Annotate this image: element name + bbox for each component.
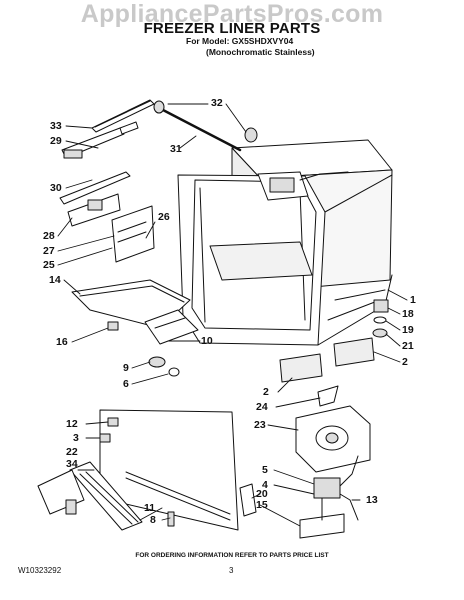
callout-21: 21 — [402, 340, 414, 352]
callout-24: 24 — [256, 401, 268, 413]
clip-parts — [107, 321, 180, 377]
callout-25: 25 — [43, 259, 55, 271]
callout-33: 33 — [50, 120, 62, 132]
callout-1: 1 — [410, 294, 416, 306]
callout-34: 34 — [66, 458, 78, 470]
callout-12: 12 — [66, 418, 78, 430]
leader-lines — [57, 103, 408, 527]
callout-20: 20 — [256, 488, 268, 500]
small-fasteners — [167, 483, 257, 527]
callout-3: 3 — [73, 432, 79, 444]
callout-14: 14 — [49, 274, 61, 286]
fan-assembly — [295, 385, 371, 473]
fan-hub-parts — [372, 299, 389, 338]
callout-8: 8 — [150, 514, 156, 526]
page-title: FREEZER LINER PARTS — [143, 20, 321, 37]
callout-10: 10 — [201, 335, 213, 347]
callout-9: 9 — [123, 362, 129, 374]
callout-30: 30 — [50, 182, 62, 194]
callout-19: 19 — [402, 324, 414, 336]
model-variant: (Monochromatic Stainless) — [206, 47, 315, 57]
callout-32: 32 — [211, 97, 223, 109]
callout-22: 22 — [66, 446, 78, 458]
callout-27: 27 — [43, 245, 55, 257]
callout-5: 5 — [262, 464, 268, 476]
shelf-tray — [71, 279, 199, 345]
ordering-note: FOR ORDERING INFORMATION REFER TO PARTS … — [135, 552, 329, 559]
callout-26: 26 — [158, 211, 170, 223]
motor-assembly — [299, 455, 359, 539]
air-grille — [37, 461, 143, 531]
document-number: W10323292 — [18, 566, 62, 575]
callout-2-left: 2 — [263, 386, 269, 398]
rail-assembly — [59, 99, 155, 263]
page-number: 3 — [229, 566, 234, 575]
callout-16: 16 — [56, 336, 68, 348]
callout-11: 11 — [144, 502, 156, 514]
lower-cover-panel — [99, 409, 239, 531]
foam-pads — [279, 337, 375, 383]
callout-18: 18 — [402, 308, 414, 320]
callout-13: 13 — [366, 494, 378, 506]
callout-31: 31 — [170, 143, 182, 155]
callout-28: 28 — [43, 230, 55, 242]
callout-6: 6 — [123, 378, 129, 390]
callout-23: 23 — [254, 419, 266, 431]
model-number: For Model: GX5SHDXVY04 — [186, 36, 294, 46]
watermark: AppliancePartsPros.com — [80, 0, 384, 28]
callout-15: 15 — [256, 499, 268, 511]
shelf-rod — [153, 100, 258, 152]
callout-2-right: 2 — [402, 356, 408, 368]
freezer-liner — [177, 139, 393, 346]
callout-29: 29 — [50, 135, 62, 147]
callout-4: 4 — [262, 479, 268, 491]
